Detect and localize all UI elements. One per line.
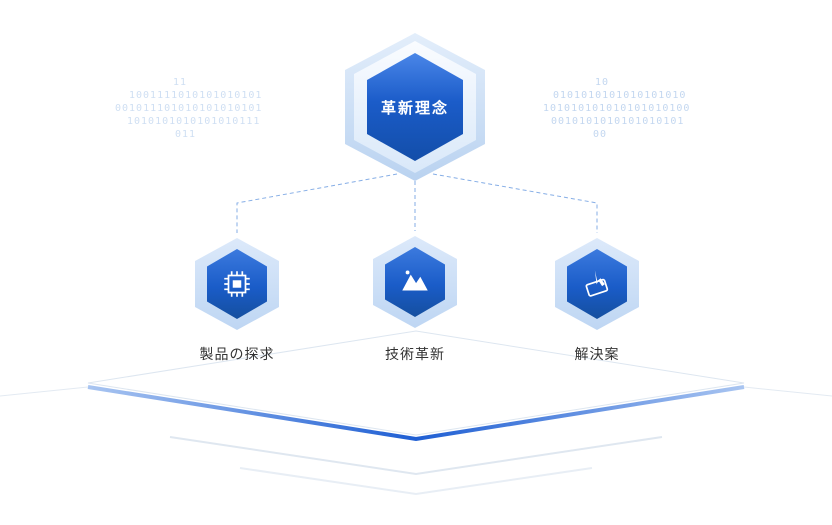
- binary-line: 0010101010101010101: [551, 116, 685, 127]
- binary-line: 11: [173, 77, 188, 88]
- platform-chevron-3: [239, 467, 593, 496]
- binary-line: 10: [595, 77, 610, 88]
- root-hexagon-core: 革新理念: [367, 53, 463, 161]
- node-product-label: 製品の探求: [199, 346, 275, 362]
- mountain-icon: [402, 270, 428, 291]
- node-technology-label: 技術革新: [385, 346, 445, 362]
- chip-icon: [224, 271, 250, 297]
- binary-line: 001011101010101010101: [115, 103, 263, 114]
- binary-line: 00: [593, 129, 608, 140]
- platform-edge-right: [743, 386, 832, 397]
- root-hexagon: 革新理念: [345, 33, 485, 181]
- platform-edge-left: [0, 386, 89, 397]
- binary-decoration-left: 11 1001111010101010101 00101110101010101…: [115, 76, 262, 141]
- connector-right: [432, 173, 598, 233]
- node-solution-hexagon: [555, 238, 639, 330]
- binary-line: 1010101010101010111: [127, 116, 261, 127]
- root-label: 革新理念: [380, 99, 449, 117]
- binary-line: 0101010101010101010: [553, 90, 687, 101]
- hand-tap-icon: [585, 270, 609, 297]
- platform-chevron-2: [169, 436, 663, 476]
- platform-blue-chevron: [87, 385, 745, 442]
- binary-line: 011: [175, 129, 197, 140]
- binary-line: 1001111010101010101: [129, 90, 263, 101]
- node-product-hexagon: [195, 238, 279, 330]
- binary-decoration-right: 10 0101010101010101010 10101010101010101…: [543, 76, 690, 141]
- binary-line: 101010101010101010100: [543, 103, 691, 114]
- node-technology-hexagon: [373, 236, 457, 328]
- connector-left: [236, 173, 398, 233]
- node-solution-label: 解決案: [574, 346, 620, 362]
